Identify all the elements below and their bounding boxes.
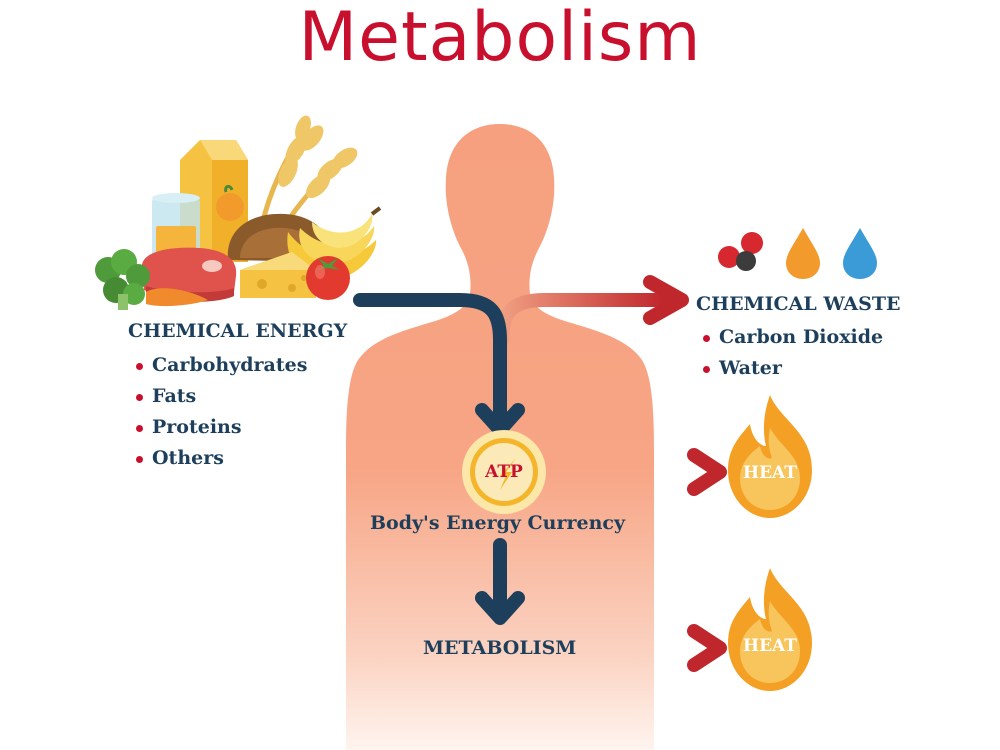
- heat-label-1: HEAT: [743, 463, 797, 483]
- chemical-waste-list: Carbon Dioxide Water: [701, 322, 883, 384]
- list-item: Fats: [134, 381, 307, 412]
- blue-droplet-icon: [843, 228, 877, 279]
- list-item: Water: [701, 353, 883, 384]
- wheat-icon: [259, 115, 358, 232]
- heat-flame-icon-1: [728, 395, 812, 518]
- food-illustration: [95, 115, 382, 310]
- metabolism-heat-arrow: [577, 624, 727, 672]
- list-item: Others: [134, 443, 307, 474]
- list-item: Carbohydrates: [134, 350, 307, 381]
- atp-heat-arrow: [539, 448, 727, 496]
- broccoli-icon: [95, 249, 150, 310]
- carrot-icon: [146, 288, 208, 307]
- orange-droplet-icon: [786, 228, 820, 279]
- atp-label: ATP: [485, 462, 523, 482]
- heat-label-2: HEAT: [743, 636, 797, 656]
- tomato-icon: [306, 256, 350, 300]
- page-title: Metabolism: [298, 0, 702, 77]
- chemical-energy-list: Carbohydrates Fats Proteins Others: [134, 350, 307, 474]
- co2-molecule-icon: [718, 232, 763, 271]
- chemical-waste-heading: CHEMICAL WASTE: [696, 293, 901, 315]
- metabolism-label: METABOLISM: [423, 637, 577, 659]
- atp-coin-icon: [462, 430, 546, 514]
- list-item: Carbon Dioxide: [701, 322, 883, 353]
- cheese-icon: [240, 252, 316, 298]
- atp-caption: Body's Energy Currency: [370, 512, 625, 534]
- atp-to-metabolism-arrow: [475, 538, 525, 625]
- list-item: Proteins: [134, 412, 307, 443]
- heat-flame-icon-2: [728, 568, 812, 691]
- chemical-energy-heading: CHEMICAL ENERGY: [128, 320, 348, 342]
- energy-input-arrow: [353, 293, 525, 437]
